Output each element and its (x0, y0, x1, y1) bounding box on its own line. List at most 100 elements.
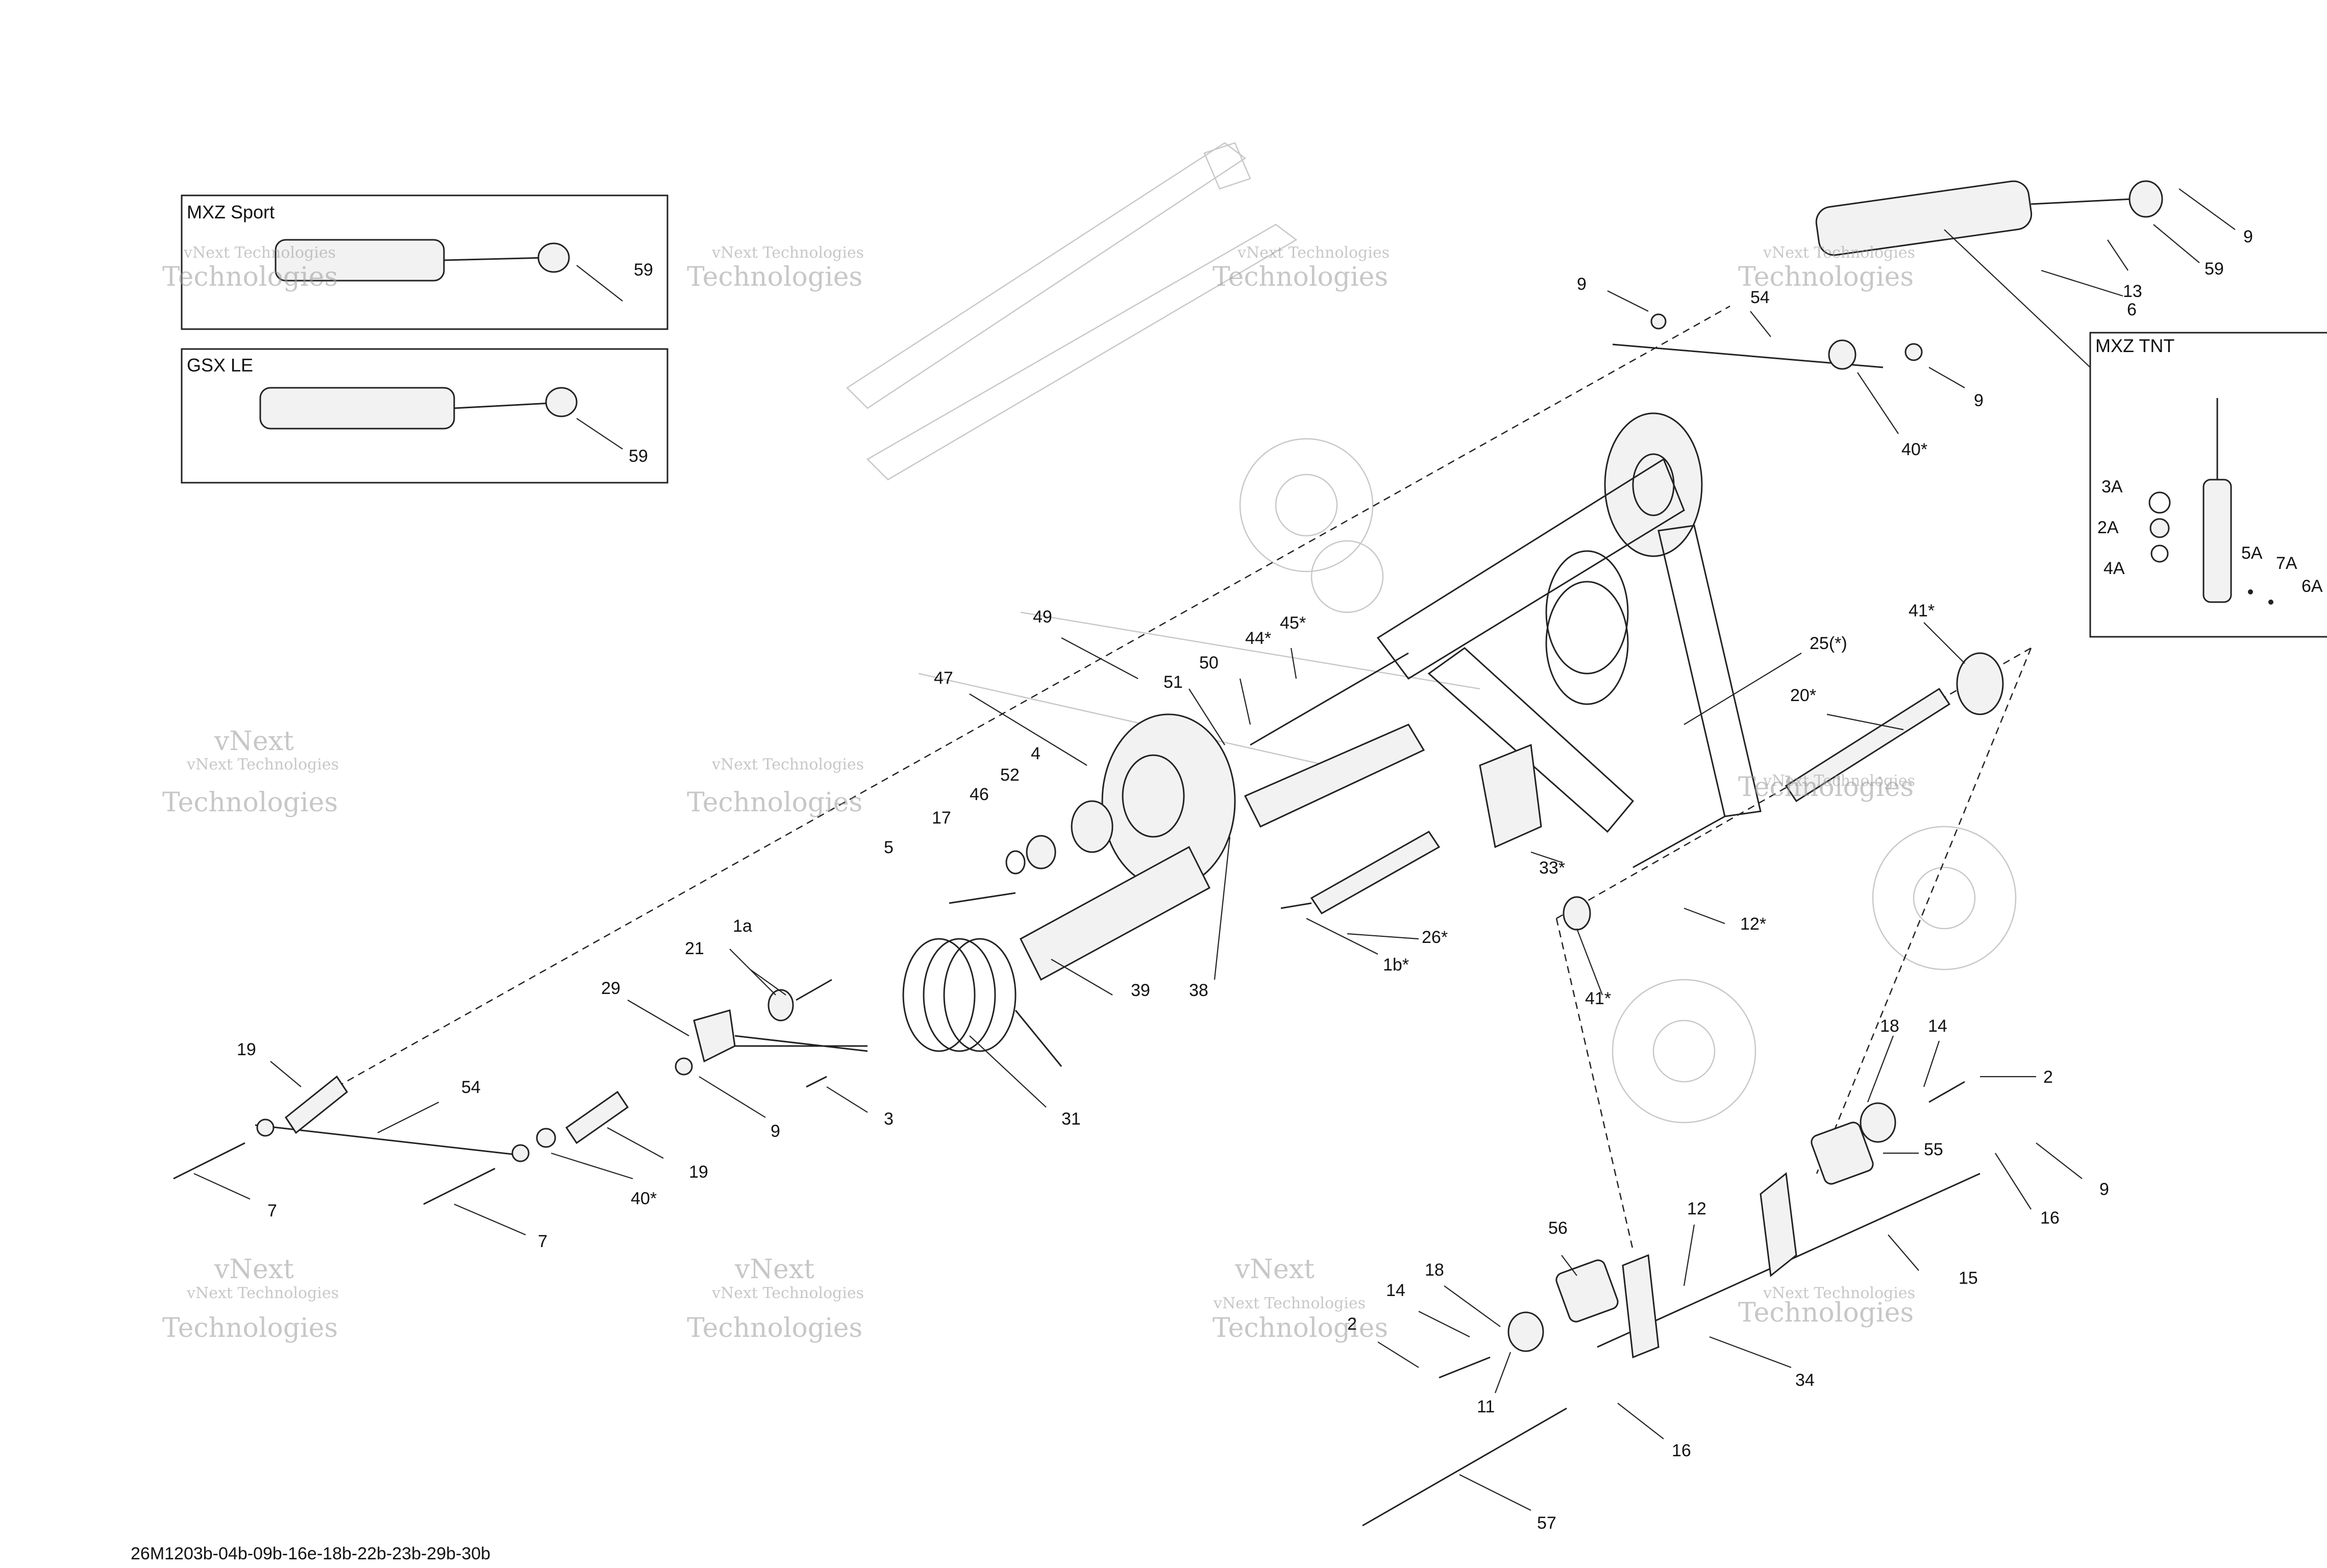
svg-text:18: 18 (1880, 1016, 1899, 1036)
svg-text:vNext Technologies: vNext Technologies (711, 756, 864, 774)
svg-text:Technologies: Technologies (1212, 1313, 1388, 1343)
ghost-frame (846, 142, 2017, 1124)
svg-text:52: 52 (1000, 765, 1020, 785)
svg-text:44*: 44* (1245, 629, 1271, 648)
svg-text:26*: 26* (1422, 928, 1448, 947)
svg-text:46: 46 (970, 785, 989, 804)
svg-text:Technologies: Technologies (687, 262, 862, 292)
svg-text:57: 57 (1537, 1513, 1556, 1533)
svg-text:2A: 2A (2097, 518, 2119, 537)
svg-text:40*: 40* (631, 1189, 657, 1208)
svg-text:2: 2 (1347, 1314, 1357, 1334)
svg-text:vNext: vNext (214, 726, 294, 757)
svg-text:45*: 45* (1280, 613, 1306, 633)
svg-text:vNext: vNext (1234, 1254, 1315, 1285)
svg-text:39: 39 (1131, 981, 1150, 1000)
svg-text:17: 17 (932, 808, 951, 828)
svg-text:18: 18 (1425, 1260, 1444, 1280)
svg-text:vNext Technologies: vNext Technologies (1763, 772, 1915, 790)
svg-text:50: 50 (1199, 653, 1219, 673)
svg-text:2: 2 (2043, 1067, 2053, 1087)
watermarks: Technologies vNext Technologies Technolo… (162, 244, 1915, 1343)
parts (173, 180, 2163, 1527)
svg-text:12*: 12* (1740, 914, 1766, 934)
svg-text:29: 29 (601, 979, 621, 998)
svg-text:14: 14 (1386, 1281, 1405, 1300)
svg-text:7: 7 (538, 1232, 548, 1251)
svg-text:33*: 33* (1539, 858, 1565, 878)
svg-text:5A: 5A (2241, 543, 2263, 563)
svg-text:Technologies: Technologies (687, 1313, 862, 1343)
box-title: GSX LE (187, 355, 253, 376)
svg-text:6: 6 (2127, 300, 2137, 319)
svg-text:41*: 41* (1909, 601, 1935, 620)
svg-text:3: 3 (884, 1109, 894, 1129)
callout: 59 (634, 260, 653, 280)
svg-text:vNext: vNext (214, 1254, 294, 1285)
svg-text:1a: 1a (733, 916, 752, 936)
svg-text:7A: 7A (2276, 554, 2297, 573)
svg-text:Technologies: Technologies (1738, 1298, 1914, 1328)
svg-text:Technologies: Technologies (162, 787, 338, 818)
svg-text:vNext: vNext (734, 1254, 814, 1285)
callout: 59 (629, 446, 648, 466)
svg-text:vNext Technologies: vNext Technologies (711, 1284, 864, 1302)
svg-text:54: 54 (461, 1078, 481, 1097)
svg-text:15: 15 (1959, 1268, 1978, 1288)
svg-text:vNext Technologies: vNext Technologies (1763, 244, 1915, 262)
svg-text:21: 21 (685, 939, 704, 958)
svg-text:40*: 40* (1901, 440, 1927, 459)
svg-text:11: 11 (1477, 1397, 1495, 1416)
svg-text:13: 13 (2123, 282, 2142, 301)
svg-text:38: 38 (1189, 981, 1208, 1000)
svg-text:4A: 4A (2103, 559, 2125, 578)
svg-text:vNext Technologies: vNext Technologies (1237, 244, 1390, 262)
svg-text:55: 55 (1924, 1140, 1943, 1159)
svg-text:vNext Technologies: vNext Technologies (711, 244, 864, 262)
svg-text:Technologies: Technologies (1738, 262, 1914, 292)
svg-text:56: 56 (1548, 1218, 1568, 1238)
svg-text:6A: 6A (2301, 577, 2323, 596)
svg-text:Technologies: Technologies (687, 787, 862, 818)
leaders (193, 188, 2236, 1511)
svg-text:19: 19 (237, 1040, 256, 1059)
svg-text:41*: 41* (1585, 989, 1611, 1008)
box-title: MXZ Sport (187, 202, 275, 222)
inset-gsx-le: GSX LE 59 (181, 348, 669, 484)
svg-text:16: 16 (1672, 1441, 1691, 1460)
svg-text:34: 34 (1795, 1371, 1815, 1390)
svg-text:25(*): 25(*) (1810, 634, 1847, 653)
svg-text:14: 14 (1928, 1016, 1947, 1036)
svg-text:vNext Technologies: vNext Technologies (1763, 1284, 1915, 1302)
svg-text:9: 9 (1577, 275, 1587, 294)
svg-text:vNext Technologies: vNext Technologies (183, 244, 336, 262)
svg-text:20*: 20* (1790, 686, 1816, 705)
inset-mxz-sport: MXZ Sport 59 (181, 194, 669, 330)
svg-text:9: 9 (2243, 227, 2253, 246)
svg-text:7: 7 (267, 1201, 277, 1221)
svg-text:vNext Technologies: vNext Technologies (1213, 1295, 1366, 1312)
svg-text:3A: 3A (2101, 477, 2123, 496)
svg-text:19: 19 (689, 1162, 708, 1182)
svg-text:Technologies: Technologies (162, 1313, 338, 1343)
svg-text:47: 47 (934, 668, 953, 688)
svg-text:12: 12 (1687, 1199, 1706, 1218)
svg-text:Technologies: Technologies (1738, 772, 1914, 803)
svg-text:9: 9 (771, 1122, 780, 1141)
svg-text:59: 59 (2205, 259, 2224, 279)
svg-text:Technologies: Technologies (162, 262, 338, 292)
svg-text:5: 5 (884, 838, 894, 857)
svg-text:54: 54 (1750, 288, 1770, 307)
svg-text:51: 51 (1164, 673, 1183, 692)
diagram-code: 26M1203b-04b-09b-16e-18b-22b-23b-29b-30b (131, 1544, 491, 1563)
svg-text:vNext Technologies: vNext Technologies (186, 1284, 339, 1302)
svg-text:1b*: 1b* (1383, 955, 1409, 975)
callouts: 9 59 13 6 9 54 9 40* 49 47 50 44* 45* 51… (237, 227, 2253, 1533)
svg-text:vNext Technologies: vNext Technologies (186, 756, 339, 774)
svg-text:Technologies: Technologies (1212, 262, 1388, 292)
box-title: MXZ TNT (2095, 335, 2174, 356)
svg-text:9: 9 (1974, 391, 1984, 410)
inset-mxz-tnt: MXZ TNT 3A 2A 4A 5A 7A 6A (2089, 332, 2327, 638)
svg-text:31: 31 (1061, 1109, 1081, 1129)
